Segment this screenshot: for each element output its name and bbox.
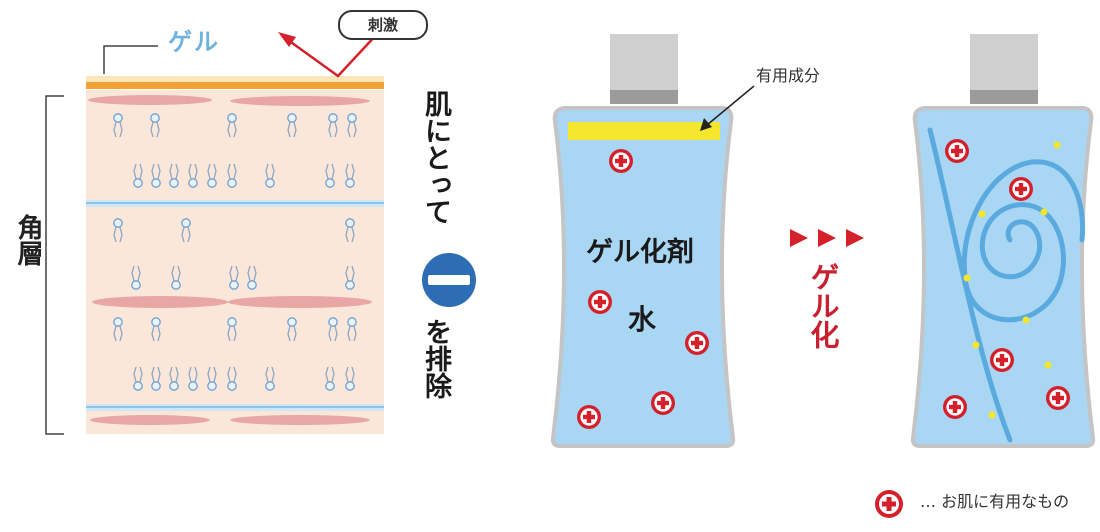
stratum-bracket xyxy=(46,96,64,434)
skin-negative-text-bottom: を排除 xyxy=(420,318,451,399)
skin-negative-text-top: 肌にとって xyxy=(420,90,451,225)
stimulus-badge: 刺激 xyxy=(338,10,428,40)
stratum-corneum-label: 角層 xyxy=(8,214,48,266)
gel-label: ゲル xyxy=(168,22,220,57)
water-label: 水 xyxy=(628,298,656,338)
legend-cross-icon xyxy=(875,490,903,518)
arrow-triangle-icon xyxy=(790,229,864,247)
minus-circle-icon xyxy=(422,253,476,307)
gelation-label: ゲル化 xyxy=(806,262,839,349)
legend-text: … お肌に有用なもの xyxy=(920,488,1069,512)
bottle-after xyxy=(913,34,1093,446)
stratum-corneum-illustration xyxy=(86,76,384,434)
gelling-agent-label: ゲル化剤 xyxy=(586,230,694,269)
gel-pointer-line xyxy=(104,46,158,74)
active-ingredient-label: 有用成分 xyxy=(756,62,820,86)
